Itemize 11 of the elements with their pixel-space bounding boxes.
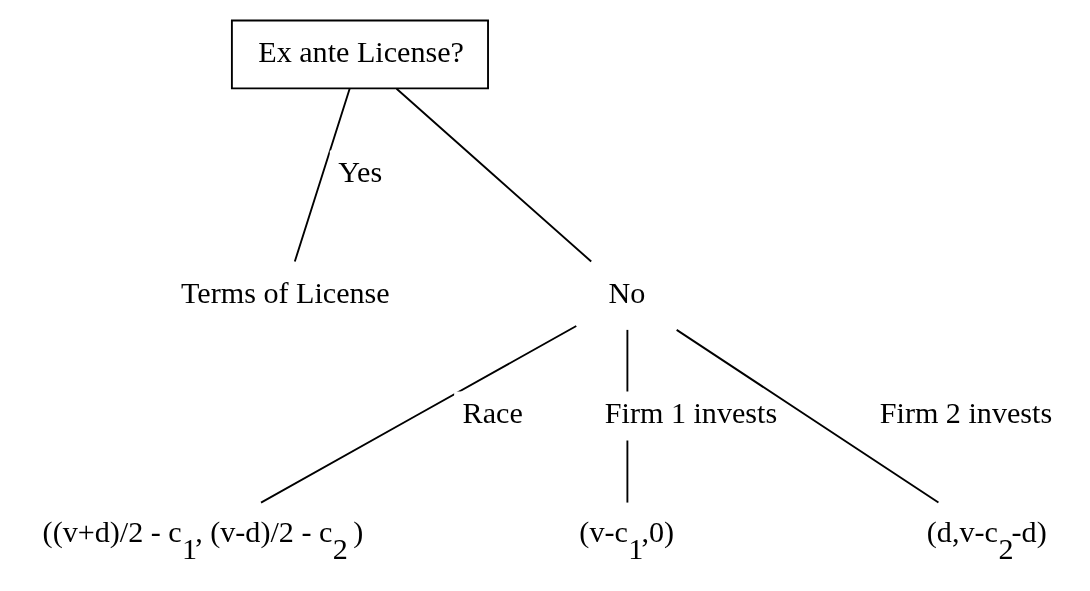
connector bbox=[395, 87, 593, 263]
node-text: Terms of License bbox=[181, 275, 390, 310]
edge-label: Firm 2 invests bbox=[879, 396, 1053, 431]
edge-label: Race bbox=[462, 396, 523, 431]
edge-label: Yes bbox=[338, 155, 383, 190]
connector bbox=[260, 325, 578, 504]
node-text: No bbox=[608, 275, 646, 310]
connector bbox=[293, 87, 351, 263]
edge-label: Firm 1 invests bbox=[604, 396, 778, 431]
node-box: Ex ante License? bbox=[230, 19, 489, 90]
connector bbox=[675, 328, 940, 504]
